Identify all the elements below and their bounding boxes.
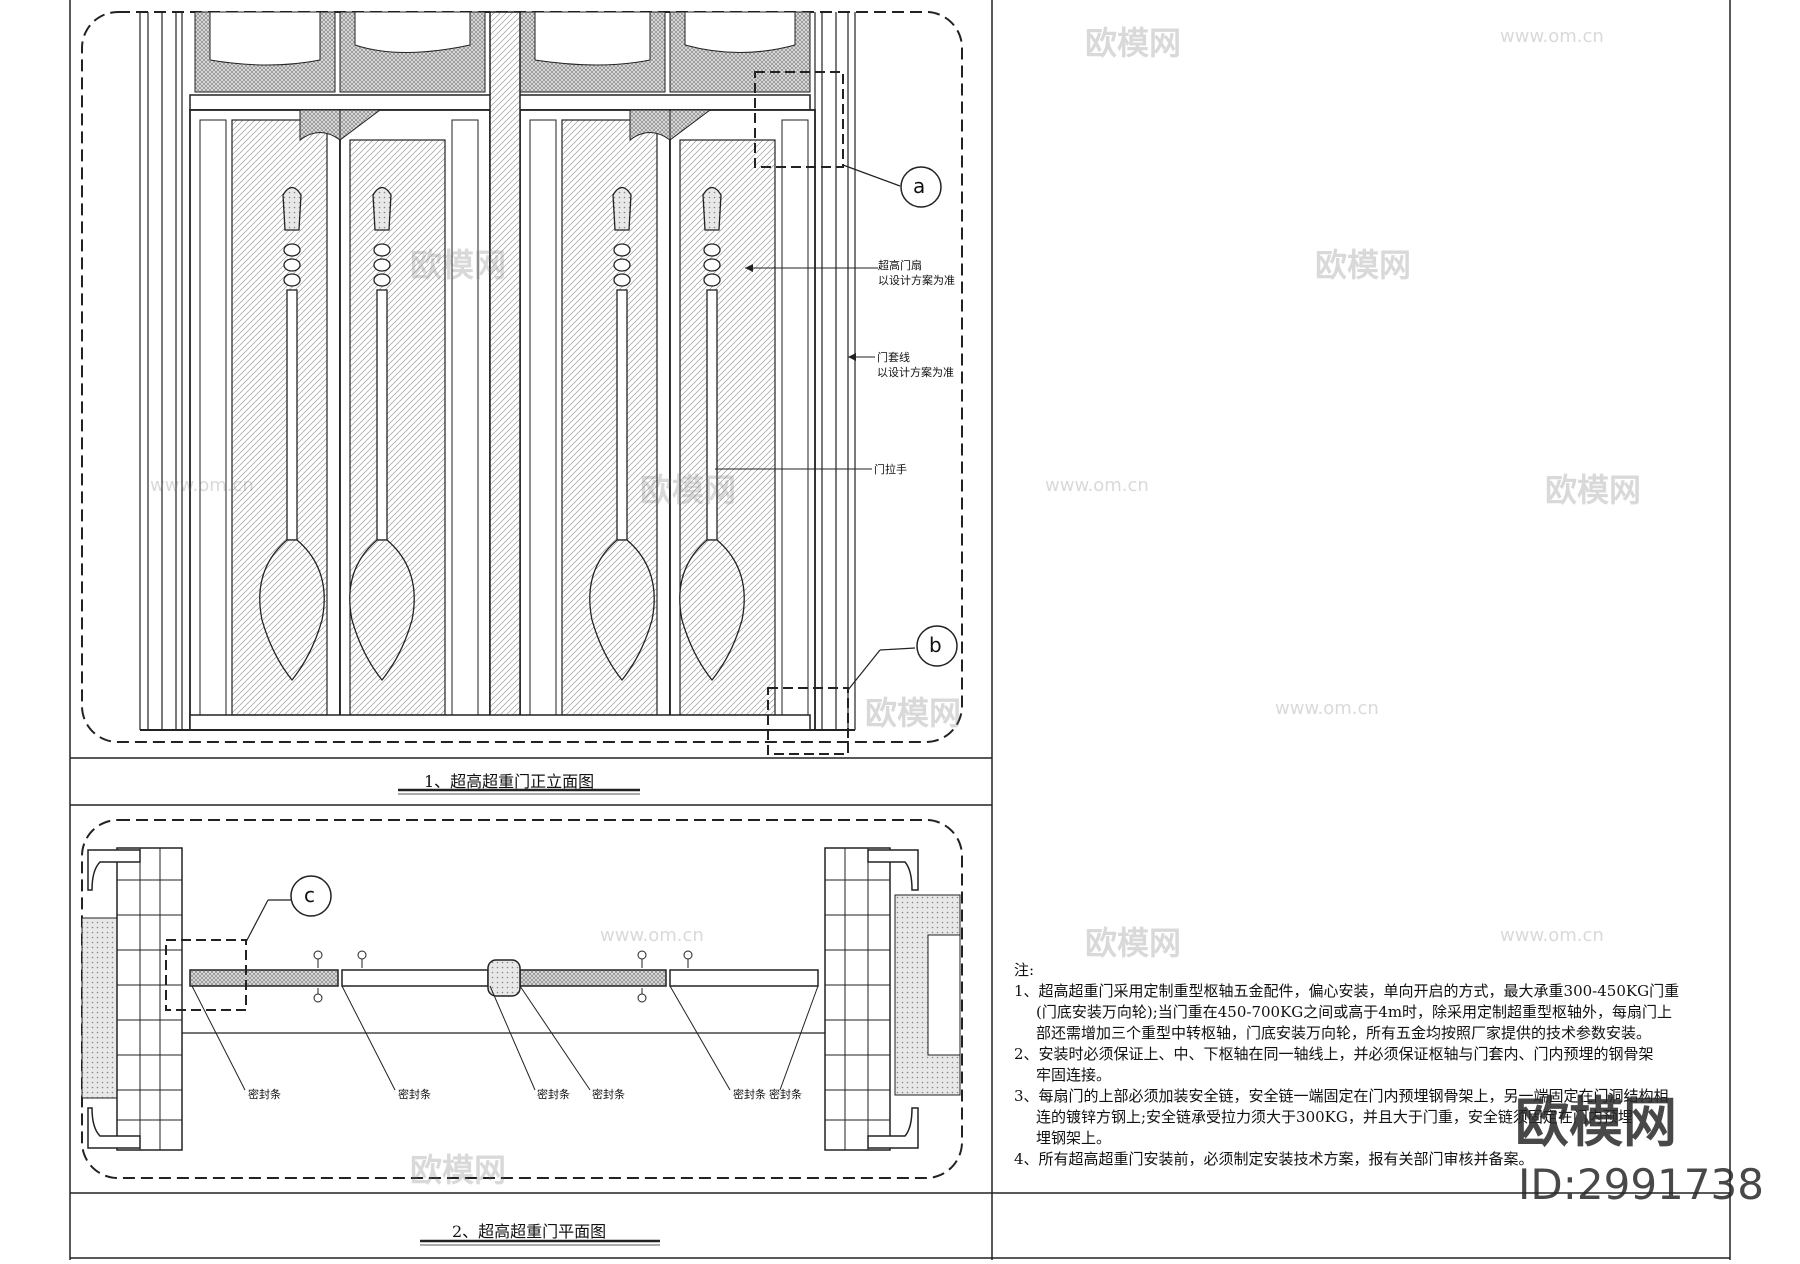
annotation-casing-line1: 门套线 — [877, 351, 910, 364]
callout-a-circle — [900, 166, 942, 208]
note-line: 2、安装时必须保证上、中、下枢轴在同一轴线上，并必须保证枢轴与门套内、门内预埋的… — [1014, 1045, 1654, 1063]
annotation-leaf-line1: 超高门扇 — [878, 259, 922, 272]
annotation-leaf: 超高门扇 以设计方案为准 — [878, 258, 955, 288]
brand-id: ID:2991738 — [1518, 1160, 1764, 1209]
seal-strip-label: 密封条 — [398, 1088, 431, 1101]
callout-b-label: b — [929, 633, 942, 657]
seal-strip-label: 密封条 — [769, 1088, 802, 1101]
door-elevation — [139, 11, 958, 755]
annotation-casing-line2: 以设计方案为准 — [877, 366, 954, 379]
notes-heading: 注: — [1014, 961, 1035, 979]
note-line: (门底安装万向轮);当门重在450-700KG之间或高于4m时，除采用定制超重型… — [1036, 1003, 1673, 1021]
seal-strip-label: 密封条 — [733, 1088, 766, 1101]
notes-block: 注: 1、超高超重门采用定制重型枢轴五金配件，偏心安装，单向开启的方式，最大承重… — [1014, 960, 1714, 1170]
annotation-leaf-line2: 以设计方案为准 — [878, 274, 955, 287]
callout-c-label: c — [304, 883, 315, 907]
elevation-title: 1、超高超重门正立面图 — [424, 772, 595, 791]
callout-b-circle — [916, 625, 958, 667]
detail-box-b — [767, 687, 849, 755]
callout-a-label: a — [913, 174, 926, 198]
note-line: 部还需增加三个重型中转枢轴，门底安装万向轮，所有五金均按照厂家提供的技术参数安装… — [1036, 1024, 1652, 1042]
sheet-frame — [69, 0, 1731, 1260]
note-line: 4、所有超高超重门安装前，必须制定安装技术方案，报有关部门审核并备案。 — [1014, 1150, 1534, 1168]
seal-strip-label: 密封条 — [248, 1088, 281, 1101]
annotation-casing: 门套线 以设计方案为准 — [877, 350, 954, 380]
seal-strip-label: 密封条 — [592, 1088, 625, 1101]
seal-strip-label: 密封条 — [537, 1088, 570, 1101]
note-line: 3、每扇门的上部必须加装安全链，安全链一端固定在门内预埋钢骨架上，另一端固定在门… — [1014, 1087, 1669, 1105]
note-line: 1、超高超重门采用定制重型枢轴五金配件，偏心安装，单向开启的方式，最大承重300… — [1014, 982, 1680, 1000]
annotation-handle: 门拉手 — [874, 463, 907, 476]
detail-box-c — [165, 939, 247, 1011]
note-line: 埋钢架上。 — [1036, 1129, 1112, 1147]
callout-c-circle — [290, 875, 332, 917]
door-plan — [81, 847, 961, 1151]
door-handles — [259, 186, 745, 682]
brand-watermark: 欧模网 — [1515, 1091, 1677, 1154]
note-line: 连的镀锌方钢上;安全链承受拉力须大于300KG，并且大于门重，安全链须固定在门内… — [1036, 1108, 1633, 1126]
detail-box-a — [754, 71, 844, 168]
note-line: 牢固连接。 — [1036, 1066, 1112, 1084]
plan-title: 2、超高超重门平面图 — [452, 1222, 607, 1241]
